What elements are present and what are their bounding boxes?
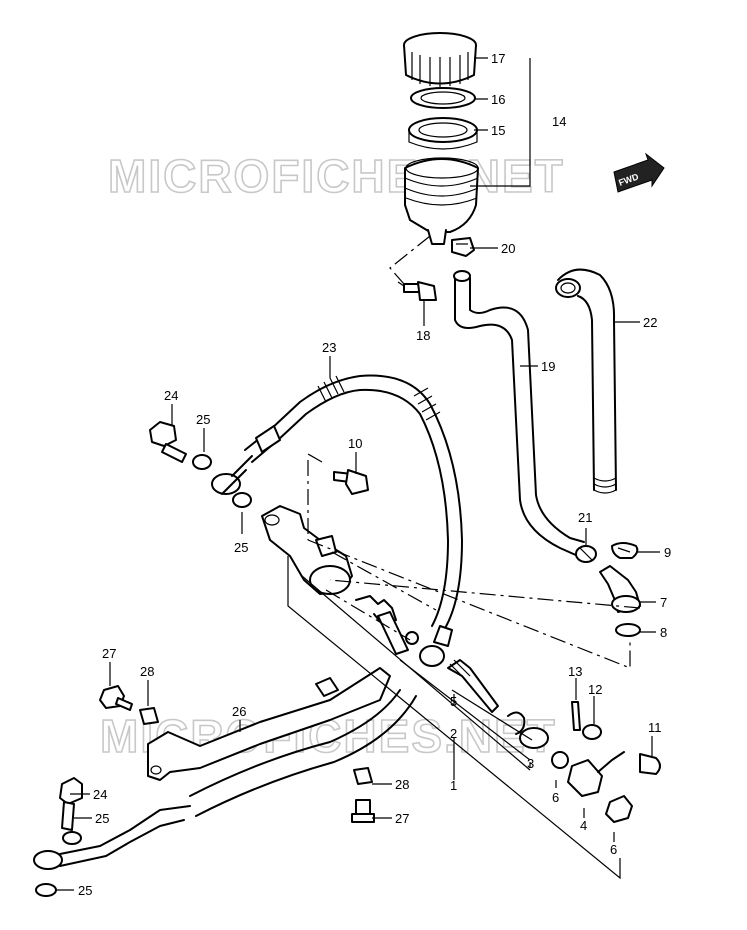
bracket-26 bbox=[147, 667, 391, 781]
label-24-upper: 24 bbox=[164, 388, 178, 403]
label-25-c: 25 bbox=[95, 811, 109, 826]
label-16: 16 bbox=[491, 92, 505, 107]
reservoir-hose-19 bbox=[453, 270, 585, 557]
nut-28-upper bbox=[139, 707, 159, 725]
lower-hose bbox=[33, 689, 417, 870]
label-18: 18 bbox=[416, 328, 430, 343]
leader-lines bbox=[56, 57, 660, 891]
bolt-27-upper bbox=[99, 685, 133, 711]
screw-18 bbox=[397, 281, 437, 301]
label-23: 23 bbox=[322, 340, 336, 355]
label-28-lower: 28 bbox=[395, 777, 409, 792]
label-1: 1 bbox=[450, 778, 457, 793]
label-9: 9 bbox=[664, 545, 671, 560]
label-12: 12 bbox=[588, 682, 602, 697]
label-26: 26 bbox=[232, 704, 246, 719]
reservoir-body-14 bbox=[404, 157, 479, 245]
dash-line-a bbox=[307, 460, 631, 669]
label-25-a: 25 bbox=[196, 412, 210, 427]
circlip-3 bbox=[507, 711, 549, 749]
hose-22 bbox=[555, 268, 617, 494]
dash-line-d bbox=[329, 579, 641, 609]
label-27-lower: 27 bbox=[395, 811, 409, 826]
bracket-14 bbox=[470, 58, 531, 187]
washer-12 bbox=[582, 724, 602, 740]
clip-20 bbox=[451, 237, 475, 257]
plate-15 bbox=[408, 117, 478, 150]
spring-5 bbox=[355, 595, 409, 655]
bolt-27-lower bbox=[351, 799, 375, 823]
label-13: 13 bbox=[568, 664, 582, 679]
label-10: 10 bbox=[348, 436, 362, 451]
reservoir-cap-17 bbox=[403, 32, 477, 87]
label-17: 17 bbox=[491, 51, 505, 66]
washer-25-c bbox=[62, 831, 82, 845]
label-8: 8 bbox=[660, 625, 667, 640]
label-19: 19 bbox=[541, 359, 555, 374]
label-28-upper: 28 bbox=[140, 664, 154, 679]
washer-25-d bbox=[35, 883, 57, 897]
dash-line-b bbox=[307, 453, 323, 463]
label-20: 20 bbox=[501, 241, 515, 256]
pin-13 bbox=[571, 701, 581, 731]
nut-6-b bbox=[605, 795, 633, 823]
push-rod-4 bbox=[567, 751, 625, 797]
label-6-a: 6 bbox=[552, 790, 559, 805]
dash-line-e bbox=[325, 589, 411, 641]
reservoir-dash bbox=[389, 235, 431, 285]
watermark-top: MICROFICHES.NET bbox=[108, 150, 565, 202]
label-15: 15 bbox=[491, 123, 505, 138]
o-ring-8 bbox=[615, 623, 641, 637]
label-21: 21 bbox=[578, 510, 592, 525]
label-3: 3 bbox=[527, 756, 534, 771]
label-11: 11 bbox=[648, 720, 662, 735]
label-22: 22 bbox=[643, 315, 657, 330]
label-25-d: 25 bbox=[78, 883, 92, 898]
assembly-line-3 bbox=[399, 659, 531, 761]
label-4: 4 bbox=[580, 818, 587, 833]
fwd-arrow-icon: FWD bbox=[613, 152, 665, 193]
clutch-hose-23 bbox=[211, 374, 463, 667]
fitting-7 bbox=[599, 565, 641, 613]
clip-9 bbox=[611, 542, 639, 559]
union-bolt-24-upper bbox=[149, 421, 187, 463]
washer-25-a bbox=[192, 454, 212, 470]
piston-2 bbox=[447, 659, 499, 713]
dash-line-c bbox=[331, 551, 437, 611]
label-14: 14 bbox=[552, 114, 566, 129]
bolt-10 bbox=[333, 469, 369, 495]
master-cylinder-1 bbox=[261, 505, 353, 595]
assembly-line-4 bbox=[451, 689, 533, 741]
label-6-b: 6 bbox=[610, 842, 617, 857]
label-7: 7 bbox=[660, 595, 667, 610]
washer-25-b bbox=[232, 492, 252, 508]
label-24-lower: 24 bbox=[93, 787, 107, 802]
label-5: 5 bbox=[450, 694, 457, 709]
nut-28-lower bbox=[353, 767, 373, 785]
clamp-21 bbox=[575, 545, 597, 563]
union-bolt-24-lower bbox=[59, 777, 83, 831]
nut-6-a bbox=[551, 751, 569, 769]
pin-11 bbox=[639, 753, 661, 775]
label-27-upper: 27 bbox=[102, 646, 116, 661]
label-25-b: 25 bbox=[234, 540, 248, 555]
diaphragm-16 bbox=[410, 87, 476, 109]
label-2: 2 bbox=[450, 726, 457, 741]
